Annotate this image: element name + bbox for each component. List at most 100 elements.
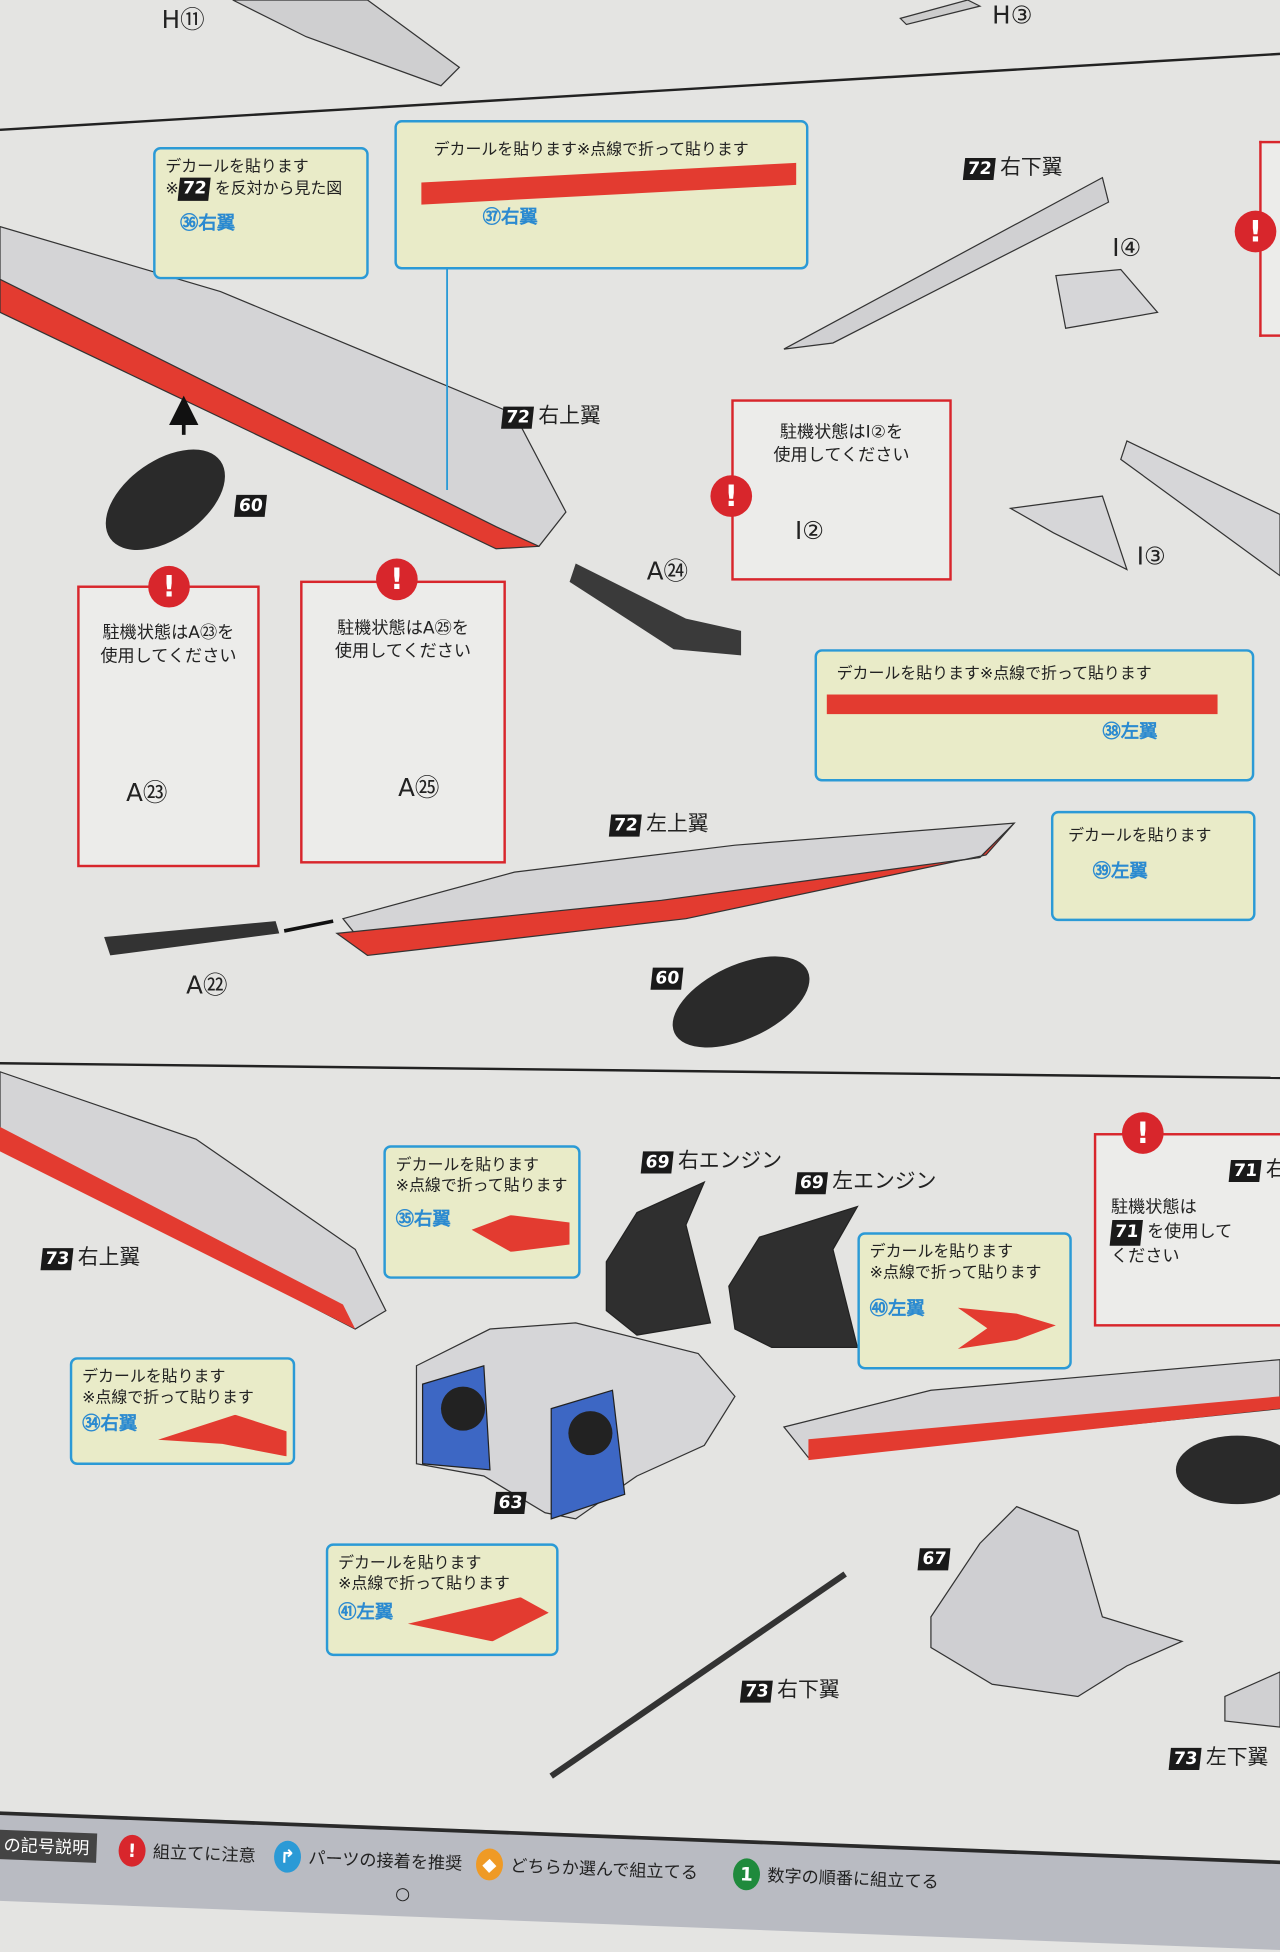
- body-63: [415, 1322, 736, 1520]
- part-number-badge: 71: [1228, 1159, 1263, 1183]
- decal-code: ㉟右翼: [395, 1207, 451, 1230]
- part-label-60: 60: [234, 492, 271, 517]
- decal-instruction: デカールを貼ります※点線で折って貼ります: [433, 140, 749, 160]
- part-67: [930, 1505, 1184, 1698]
- part-a22: [104, 921, 280, 956]
- decal-code: ㊶左翼: [338, 1600, 394, 1623]
- warning-text: 駐機状態はA㉓を: [102, 623, 235, 644]
- engine-pod-right: [1175, 1435, 1280, 1505]
- part-number-badge: 72: [501, 406, 535, 429]
- part-label-h3: H③: [992, 0, 1033, 30]
- part-label-i4: I④: [1112, 232, 1142, 263]
- decal-callout-41: デカールを貼ります ※点線で折って貼ります ㊶左翼: [325, 1543, 559, 1657]
- part-label-h11: H⑪: [161, 4, 205, 35]
- decal-code: ㊱右翼: [180, 211, 236, 234]
- warning-icon: !: [376, 558, 418, 601]
- part-number-badge: 73: [40, 1248, 75, 1271]
- decal-code: ㊴左翼: [1092, 859, 1148, 882]
- part-name: 右エンジン: [677, 1148, 783, 1174]
- part-label-a23: A㉓: [126, 777, 168, 808]
- part-label-60b: 60: [650, 965, 688, 990]
- decal-sticker-shape: [826, 694, 1218, 715]
- warning-icon: !: [1122, 1112, 1164, 1154]
- part-number-badge: 69: [795, 1172, 829, 1195]
- warning-text: ください: [1110, 1246, 1180, 1267]
- decal-sticker-shape: [421, 162, 797, 205]
- order-icon: 1: [732, 1857, 761, 1891]
- part-i3: [1008, 495, 1128, 571]
- section-divider-top: [0, 52, 1280, 132]
- legend-item-choose: ◆どちらか選んで組立てる: [475, 1848, 698, 1888]
- part-name: 左エンジン: [832, 1169, 937, 1195]
- footer-mark: ○: [394, 1884, 411, 1905]
- decal-note: ※点線で折って貼ります: [82, 1389, 254, 1408]
- legend-label: 組立てに注意: [152, 1842, 257, 1867]
- part-number-badge: 69: [640, 1151, 675, 1174]
- warning-callout-a23: 駐機状態はA㉓を 使用してください A㉓: [77, 585, 260, 868]
- decal-instruction: デカールを貼ります: [1068, 826, 1212, 846]
- wing-72-left-upper: [335, 822, 1016, 957]
- part-label-i3: I③: [1136, 541, 1166, 571]
- part-label-71: 71右: [1228, 1151, 1280, 1183]
- part-number-badge: 73: [1168, 1747, 1203, 1770]
- decal-instruction: デカールを貼ります: [869, 1243, 1014, 1262]
- caution-icon: !: [118, 1834, 147, 1868]
- part-number-badge: 67: [917, 1548, 952, 1571]
- engine-pod-60b: [672, 956, 810, 1048]
- warning-text: 使用してください: [334, 641, 472, 662]
- part-label-63: 63: [493, 1489, 531, 1514]
- warning-icon: !: [710, 475, 753, 517]
- decal-code: ㊲右翼: [482, 205, 538, 228]
- part-label-a22: A㉒: [186, 970, 228, 1000]
- part-name: 右下翼: [777, 1678, 840, 1703]
- warning-icon: !: [1234, 210, 1277, 253]
- legend-item-caution: !組立てに注意: [118, 1834, 256, 1871]
- part-name: 右: [1266, 1158, 1280, 1182]
- part-number-badge: 60: [234, 494, 268, 517]
- legend-label: 数字の順番に組立てる: [766, 1866, 940, 1893]
- wing-fragment-right: [1120, 440, 1280, 577]
- part-i4: [1055, 268, 1159, 329]
- warning-text: 駐機状態はA㉕を: [337, 618, 469, 639]
- engine-69-left: [728, 1205, 859, 1349]
- decal-instruction: デカールを貼ります: [165, 158, 309, 177]
- note-text: を反対から見た図: [214, 180, 343, 199]
- part-number-badge: 72: [177, 177, 212, 201]
- part-number-badge: 72: [962, 158, 997, 181]
- part-label-i2: I②: [794, 515, 825, 546]
- wing-73-right-upper: [0, 1071, 387, 1330]
- decal-callout-37: デカールを貼ります※点線で折って貼ります ㊲右翼: [394, 120, 809, 270]
- decal-instruction: デカールを貼ります: [395, 1156, 539, 1175]
- warning-text: 使用してください: [100, 646, 237, 667]
- decal-callout-40: デカールを貼ります ※点線で折って貼ります ㊵左翼: [857, 1232, 1072, 1370]
- part-number-badge: 72: [608, 814, 643, 837]
- part-name: 右上翼: [77, 1245, 141, 1271]
- choose-icon: ◆: [475, 1848, 504, 1881]
- part-number-badge: 71: [1109, 1220, 1144, 1246]
- engine-69-right: [605, 1180, 712, 1336]
- warning-text: 駐機状態はI②を: [779, 422, 904, 443]
- decal-callout-35: デカールを貼ります ※点線で折って貼ります ㉟右翼: [383, 1145, 581, 1279]
- part-label-a25: A㉕: [398, 772, 440, 803]
- decal-callout-34: デカールを貼ります ※点線で折って貼ります ㉞右翼: [69, 1357, 296, 1465]
- decal-code: ㉞右翼: [82, 1412, 138, 1435]
- warning-icon: !: [148, 565, 190, 608]
- wing-72-right-lower: [783, 176, 1110, 350]
- section-divider-middle: [0, 1061, 1280, 1080]
- part-a24: [569, 563, 742, 656]
- decal-instruction: デカールを貼ります: [338, 1554, 482, 1573]
- legend-label: パーツの接着を推奨: [307, 1848, 463, 1875]
- part-number-badge: 60: [650, 967, 685, 990]
- warning-text: 駐機状態は: [1110, 1197, 1197, 1218]
